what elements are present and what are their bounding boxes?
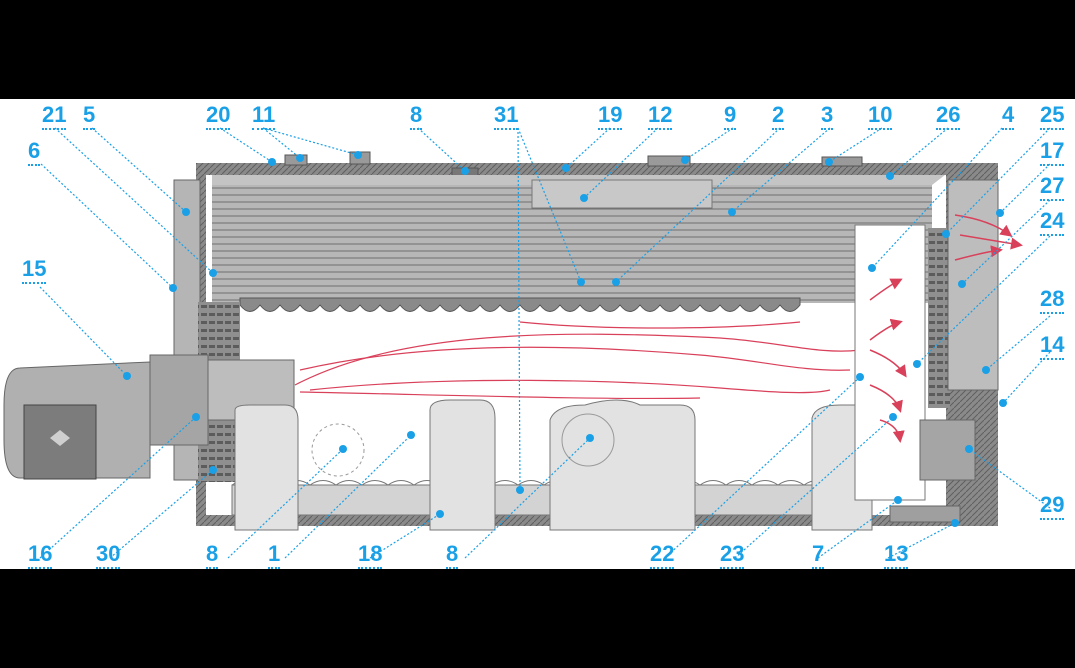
- label-right-24: 24: [1040, 210, 1065, 236]
- label-right-27: 27: [1040, 175, 1065, 201]
- support-piers: [234, 399, 873, 531]
- label-bottom-22: 22: [650, 543, 675, 569]
- label-bottom-23: 23: [720, 543, 745, 569]
- label-top-8: 8: [410, 104, 423, 130]
- label-top-9: 9: [724, 104, 737, 130]
- flame-lines: [294, 321, 861, 400]
- label-right-17: 17: [1040, 140, 1065, 166]
- label-top-5: 5: [83, 104, 96, 130]
- label-bottom-8a: 8: [206, 543, 219, 569]
- label-top-10: 10: [868, 104, 893, 130]
- burner-unit: [3, 354, 295, 480]
- label-top-12: 12: [648, 104, 673, 130]
- label-left-6: 6: [28, 140, 41, 166]
- label-right-14: 14: [1040, 334, 1065, 360]
- label-bottom-1: 1: [268, 543, 281, 569]
- label-top-21: 21: [42, 104, 67, 130]
- smoke-tube-bank: [212, 175, 945, 312]
- label-top-11: 11: [252, 104, 276, 130]
- label-top-3: 3: [821, 104, 834, 130]
- label-top-31: 31: [494, 104, 519, 130]
- label-top-26: 26: [936, 104, 961, 130]
- label-top-4: 4: [1002, 104, 1015, 130]
- label-bottom-7: 7: [812, 543, 825, 569]
- label-left-15: 15: [22, 258, 47, 284]
- label-bottom-30: 30: [96, 543, 121, 569]
- label-right-28: 28: [1040, 288, 1065, 314]
- label-bottom-8b: 8: [446, 543, 459, 569]
- label-top-2: 2: [772, 104, 785, 130]
- label-right-29: 29: [1040, 494, 1065, 520]
- marker-dots: [123, 151, 1007, 527]
- leader-lines: [39, 127, 1051, 559]
- reversal-chamber: [854, 179, 999, 523]
- label-bottom-13: 13: [884, 543, 909, 569]
- label-top-19: 19: [598, 104, 623, 130]
- label-top-25: 25: [1040, 104, 1065, 130]
- label-bottom-18: 18: [358, 543, 383, 569]
- label-bottom-16: 16: [28, 543, 53, 569]
- label-top-20: 20: [206, 104, 231, 130]
